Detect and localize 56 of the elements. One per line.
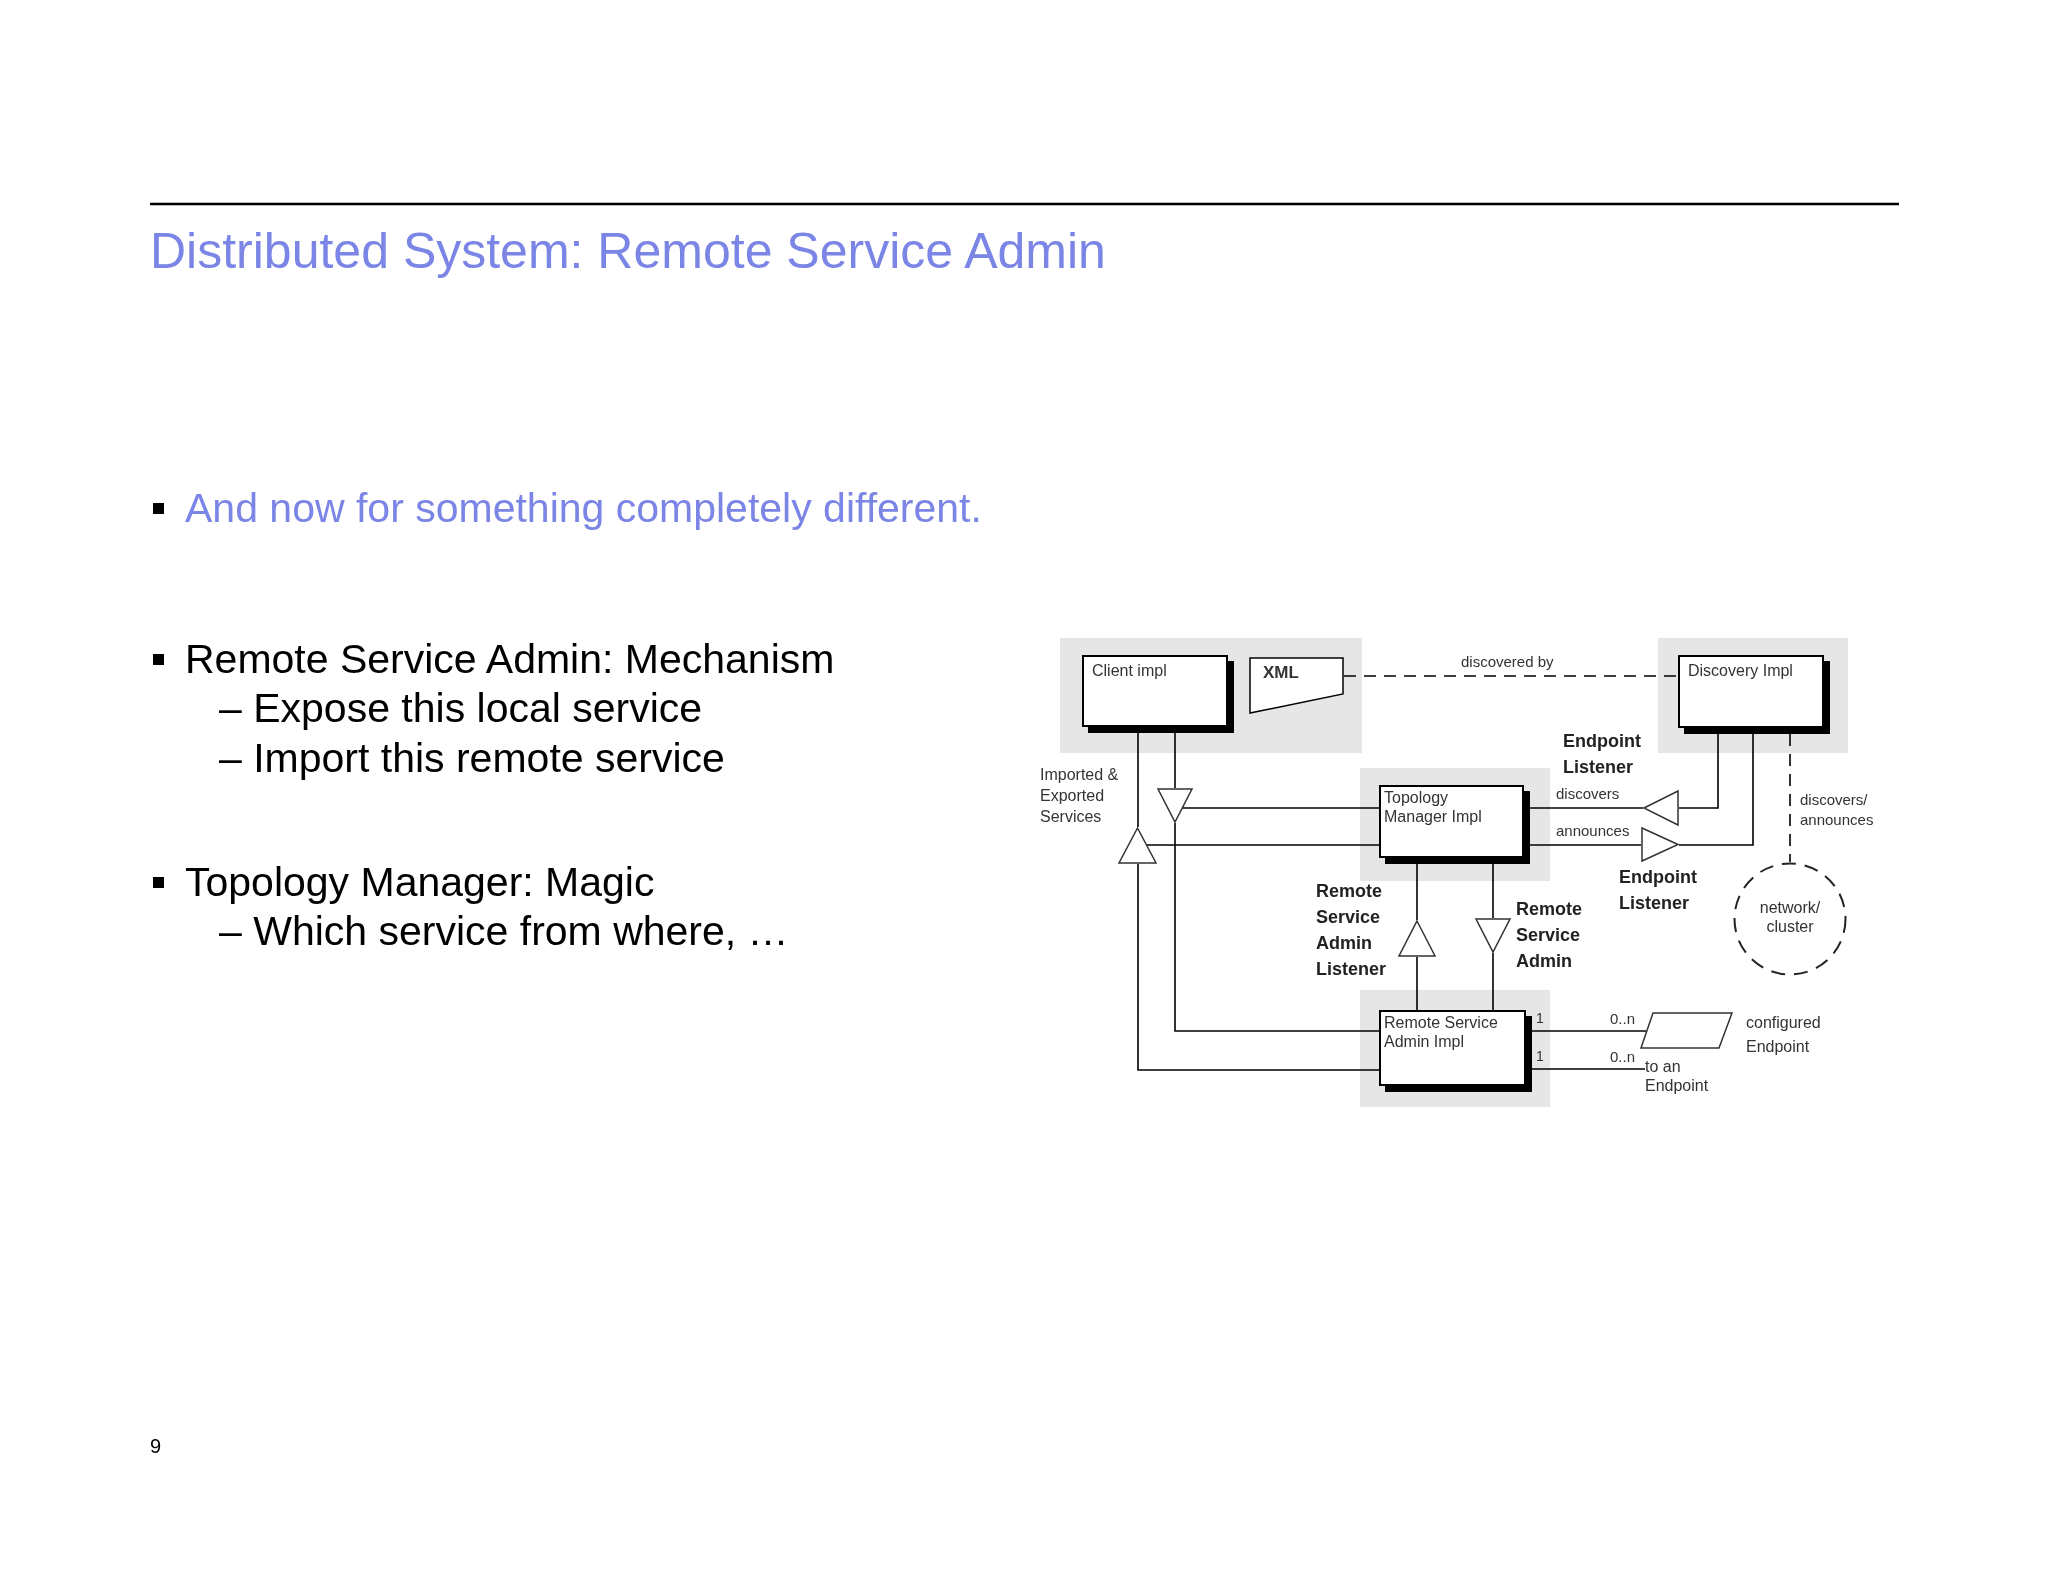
document-label: XML [1263,663,1300,684]
connector-line [1492,863,1494,919]
component-box [1678,655,1830,734]
diagram-label: 0..n [1610,1048,1636,1066]
slide-title: Distributed System: Remote Service Admin [150,222,1106,280]
bullet-text: Remote Service Admin: Mechanism [185,636,835,684]
diagram-label: 0..n [1610,1010,1636,1028]
connector-line [1181,807,1380,809]
node-caption: Endpoint Listener [1563,730,1642,779]
node-caption: configured Endpoint [1746,1013,1822,1057]
node-caption: Endpoint Listener [1619,866,1698,915]
connector-line [1137,732,1139,828]
node-label: Remote Service Admin Impl [1384,1013,1499,1052]
node-caption: Remote Service Admin Listener [1316,880,1388,981]
dashed-connector [1789,733,1791,863]
service-triangle [1475,918,1511,953]
connector-line [1416,956,1418,1011]
connector-line [1137,863,1380,1071]
component-box [1379,785,1530,864]
diagram-label: 1 [1536,1048,1544,1065]
bullet-text: Topology Manager: Magic [185,859,655,907]
connector-line [1174,822,1380,1032]
network-circle [1733,862,1847,976]
component-box [1082,655,1234,733]
node-label: network/ cluster [1758,898,1822,937]
service-triangle [1641,827,1679,862]
bullet-text: And now for something completely different. [185,485,982,533]
dashed-connector [1343,675,1679,677]
connector-line [1678,733,1719,809]
service-triangle [1157,788,1193,823]
diagram-label: Imported & Exported Services [1040,765,1120,827]
bullet-text: – Expose this local service [219,685,703,733]
connector-line [1174,732,1176,789]
connector-line [1531,1030,1648,1032]
connector-line [1531,1068,1646,1070]
page-number: 9 [150,1435,162,1458]
service-triangle [1398,920,1436,957]
bullet-text: – Import this remote service [219,735,725,783]
service-triangle [1643,790,1679,826]
component-box [1379,1010,1532,1092]
node-label: Topology Manager Impl [1384,788,1483,827]
node-caption: Remote Service Admin [1516,898,1583,973]
node-label: Discovery Impl [1688,661,1794,681]
bullet-text: – Which service from where, … [219,908,789,956]
connector-line [1678,733,1754,846]
connector-line [1529,807,1644,809]
connector-line [1529,844,1642,846]
connector-line [1416,863,1418,921]
connector-line [1146,844,1380,846]
diagram-label: 1 [1536,1010,1544,1027]
service-triangle [1118,827,1157,864]
document-shape [1249,657,1344,714]
endpoint-parallelogram [1640,1012,1733,1049]
connector-line [1492,952,1494,1011]
node-label: Client impl [1092,661,1168,681]
node-label: to an Endpoint [1645,1057,1720,1099]
